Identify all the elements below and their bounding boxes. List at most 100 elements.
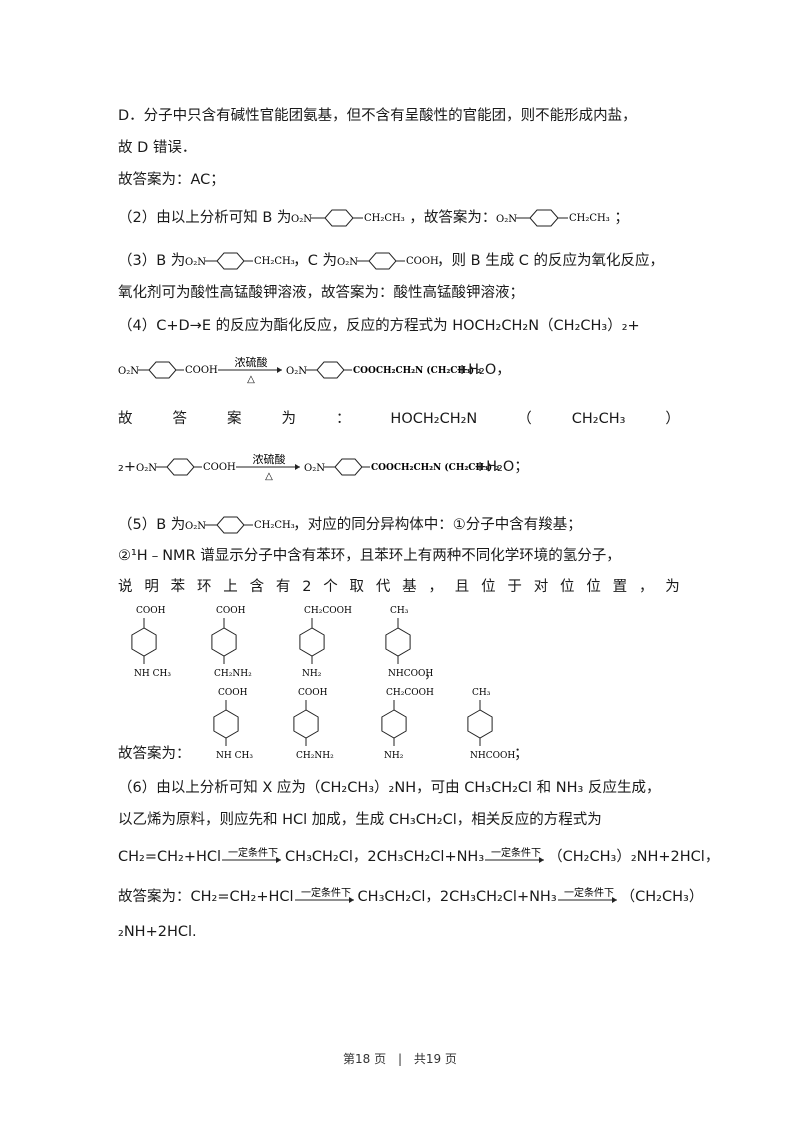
text-line: 故答案为：AC；	[118, 172, 225, 188]
text-fragment: CH₃CH₂Cl，2CH₃CH₂Cl+NH₃	[285, 849, 485, 865]
benzene-ring	[293, 709, 319, 739]
isomer-structure: CH₃ NHCOOH	[467, 688, 515, 761]
equation-line: 故答案为：CH₂=CH₂+HCl 一定条件下 CH₃CH₂Cl，2CH₃CH₂Cl+…	[118, 886, 703, 908]
mol-label: O₂N	[185, 257, 206, 268]
text-fragment: （3）B 为	[118, 253, 186, 269]
molecule-ester-product: O₂N COOCH₂CH₂N (CH₂CH₃) ₂	[286, 358, 481, 382]
spread-char: 于	[507, 579, 522, 595]
total-pages: 共19 页	[413, 1052, 457, 1066]
spread-char: 答	[172, 411, 187, 427]
text-fragment: 故答案为：	[118, 746, 191, 762]
spread-char: 为	[665, 579, 680, 595]
mol-label: COOH	[203, 462, 236, 473]
spread-char: 代	[375, 579, 391, 595]
text-fragment: ₂+	[118, 459, 136, 475]
text-fragment: +H₂O，	[456, 362, 511, 378]
text-fragment: CH₂=CH₂+HCl	[118, 849, 222, 865]
spread-char: 明	[144, 579, 159, 595]
substituent-bottom: NH CH₃	[134, 669, 171, 679]
text-line: ₂NH+2HCl.	[118, 924, 197, 940]
mol-label: O₂N	[185, 521, 206, 532]
spread-char: 位	[560, 579, 575, 595]
spread-char: 有	[275, 579, 291, 595]
spread-char: CH₂CH₃	[571, 411, 626, 427]
text-fragment: +H₂O；	[473, 459, 529, 475]
substituent-bottom: NHCOOH	[470, 751, 515, 761]
arrow-condition: 一定条件下	[564, 886, 614, 899]
mol-label: COOH	[185, 365, 218, 376]
reaction-arrow: 一定条件下	[221, 846, 285, 868]
substituent-bottom: NHCOOH	[388, 669, 433, 679]
benzene-ring	[131, 627, 157, 657]
reaction-arrow: 一定条件下	[294, 886, 358, 908]
isomer-structure: CH₃ NHCOOH	[385, 606, 433, 679]
text-fragment: ，对应的同分异构体中：①分子中含有羧基；	[293, 517, 582, 533]
spread-char: 基	[402, 579, 417, 595]
arrow-condition: 浓硫酸	[235, 355, 268, 369]
spread-char: 置	[612, 579, 628, 595]
text-line: 故 D 错误．	[118, 140, 197, 156]
spread-char: ，	[638, 579, 654, 595]
reaction-arrow: 浓硫酸△	[234, 452, 304, 482]
molecule-nitrobenzoic-acid: O₂N COOH	[136, 455, 236, 479]
spread-char: 且	[454, 579, 470, 595]
mol-label: CH₂CH₃	[254, 256, 295, 267]
text-line: （6）由以上分析可知 X 应为（CH₂CH₃）₂NH，可由 CH₃CH₂Cl 和…	[118, 780, 661, 796]
text-fragment: （2）由以上分析可知 B 为	[118, 210, 292, 226]
arrow-heat: △	[247, 374, 255, 385]
text-fragment: 故答案为：CH₂=CH₂+HCl	[118, 889, 294, 905]
substituent-bottom: NH₂	[384, 751, 404, 761]
footer-separator: |	[397, 1052, 403, 1066]
substituent-bottom: NH CH₃	[216, 751, 253, 761]
mol-label: O₂N	[337, 257, 358, 268]
spread-char: 含	[249, 579, 265, 595]
mol-label: O₂N	[286, 366, 307, 377]
mol-label: O₂N	[304, 463, 325, 474]
substituent-bottom: CH₂NH₂	[296, 751, 334, 761]
text-fragment: ，C 为	[293, 253, 338, 269]
spread-char: ）	[665, 411, 680, 427]
mol-label: COOCH₂CH₂N (CH₂CH₃) ₂	[353, 365, 481, 376]
molecule-nitro-ethylbenzene: O₂N CH₂CH₃	[185, 250, 295, 272]
molecule-nitro-ethylbenzene: O₂N CH₂CH₃	[185, 514, 295, 536]
text-fragment: CH₃CH₂Cl，2CH₃CH₂Cl+NH₃	[357, 889, 557, 905]
text-line: （4）C+D→E 的反应为酯化反应，反应的方程式为 HOCH₂CH₂N（CH₂C…	[118, 318, 640, 334]
substituent-top: CH₃	[472, 688, 491, 698]
isomer-structure: COOH CH₂NH₂	[293, 688, 334, 761]
spread-char: 对	[533, 579, 549, 595]
reaction-arrow: 浓硫酸 △	[216, 355, 286, 385]
arrow-condition: 一定条件下	[491, 846, 541, 859]
text-fragment: （CH₂CH₃）	[620, 889, 704, 905]
mol-label: CH₂CH₃	[254, 520, 295, 531]
page-footer: 第18 页 | 共19 页	[0, 1050, 800, 1067]
spread-char: 故	[118, 411, 133, 427]
mol-label: COOCH₂CH₂N (CH₂CH₃) ₂	[371, 462, 499, 473]
text-line: ②¹H﹣NMR 谱显示分子中含有苯环，且苯环上有两种不同化学环境的氢分子，	[118, 548, 621, 564]
substituent-top: COOH	[136, 606, 166, 616]
arrow-condition: 一定条件下	[301, 886, 351, 899]
spread-char: HOCH₂CH₂N	[390, 411, 478, 427]
spread-char: 为	[281, 411, 296, 427]
mol-label: O₂N	[118, 366, 139, 377]
spread-char: 苯	[170, 579, 186, 595]
arrow-condition: 浓硫酸	[252, 452, 285, 466]
page-number: 第18 页	[343, 1052, 387, 1066]
text-line: 氧化剂可为酸性高锰酸钾溶液，故答案为：酸性高锰酸钾溶液；	[118, 285, 524, 301]
substituent-top: CH₃	[390, 606, 409, 616]
reaction-arrow: 一定条件下	[557, 886, 621, 908]
substituent-top: COOH	[298, 688, 328, 698]
benzene-ring	[381, 709, 407, 739]
spread-char: 说	[118, 579, 133, 595]
mol-label: O₂N	[136, 463, 157, 474]
text-fragment: ，则 B 生成 C 的反应为氧化反应，	[437, 253, 665, 269]
mol-label: CH₂CH₃	[569, 213, 610, 224]
text-fragment: （CH₂CH₃）₂NH+2HCl，	[548, 849, 720, 865]
spread-char: 位	[586, 579, 601, 595]
